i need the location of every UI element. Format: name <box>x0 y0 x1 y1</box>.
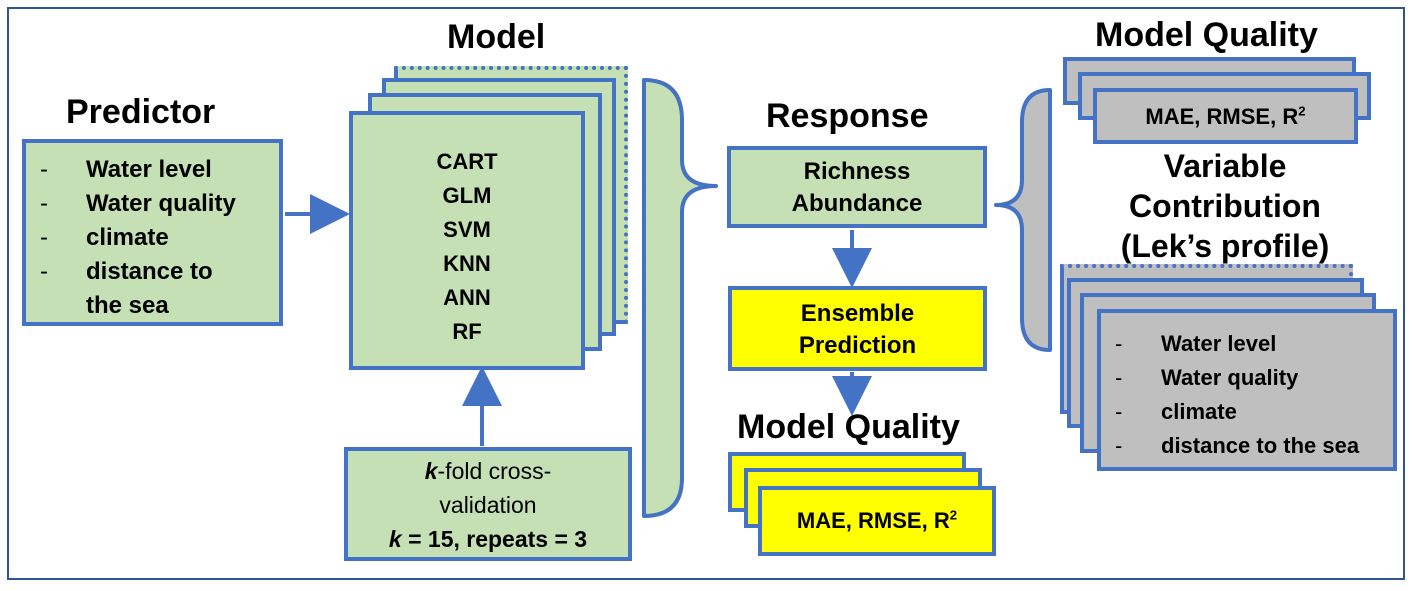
model-method: KNN <box>443 251 491 276</box>
cv-line3: k = 15, repeats = 3 <box>388 526 588 552</box>
response-line2: Abundance <box>791 190 923 217</box>
ensemble-line1: Ensemble <box>800 300 915 327</box>
cv-line2: validation <box>439 492 537 518</box>
diagram-frame <box>7 7 1405 580</box>
bottom-quality-card-front: MAE, RMSE, R2 <box>758 486 996 556</box>
variable-contribution-line1: Variable <box>1163 148 1287 184</box>
predictor-box: -Water level -Water quality -climate -di… <box>22 139 283 326</box>
model-card-front: CART GLM SVM KNN ANN RF <box>349 111 585 370</box>
model-quality-top-heading: Model Quality <box>1095 16 1318 54</box>
bottom-metrics-sup: 2 <box>949 507 958 523</box>
ensemble-prediction-box: Ensemble Prediction <box>728 286 987 371</box>
model-heading: Model <box>447 18 546 56</box>
contribution-item: -climate <box>1115 399 1237 424</box>
model-method: GLM <box>442 183 492 208</box>
predictor-item: -climate <box>40 224 169 251</box>
variable-contribution-heading: Variable Contribution (Lek’s profile) <box>1100 146 1350 266</box>
contribution-item: -Water quality <box>1115 365 1299 390</box>
bottom-metrics-text: MAE, RMSE, R <box>796 508 950 533</box>
response-line1: Richness <box>803 158 911 185</box>
response-box: Richness Abundance <box>727 146 987 228</box>
predictor-item: -Water quality <box>40 190 236 217</box>
top-metrics-sup: 2 <box>1298 103 1306 119</box>
model-method: CART <box>436 149 498 174</box>
contribution-item: -distance to the sea <box>1115 433 1360 458</box>
contribution-card-front: -Water level -Water quality -climate -di… <box>1097 309 1397 471</box>
model-method: SVM <box>443 217 491 242</box>
predictor-heading: Predictor <box>66 93 216 131</box>
model-brace <box>642 78 718 518</box>
contribution-item: -Water level <box>1115 331 1277 356</box>
cross-validation-box: k-fold cross- validation k = 15, repeats… <box>344 447 632 561</box>
top-metrics-text: MAE, RMSE, R <box>1145 104 1299 129</box>
predictor-item: -distance to <box>40 258 213 285</box>
response-heading: Response <box>766 97 929 135</box>
ensemble-line2: Prediction <box>798 332 917 359</box>
model-method: ANN <box>443 285 491 310</box>
model-method: RF <box>452 319 482 344</box>
variable-contribution-line2: Contribution <box>1129 188 1321 224</box>
top-quality-card-front: MAE, RMSE, R2 <box>1093 88 1358 144</box>
predictor-item: the sea <box>86 292 169 319</box>
output-brace <box>994 88 1052 352</box>
cv-line1: k-fold cross- <box>424 458 552 484</box>
predictor-item: -Water level <box>40 156 212 183</box>
variable-contribution-line3: (Lek’s profile) <box>1120 228 1330 264</box>
